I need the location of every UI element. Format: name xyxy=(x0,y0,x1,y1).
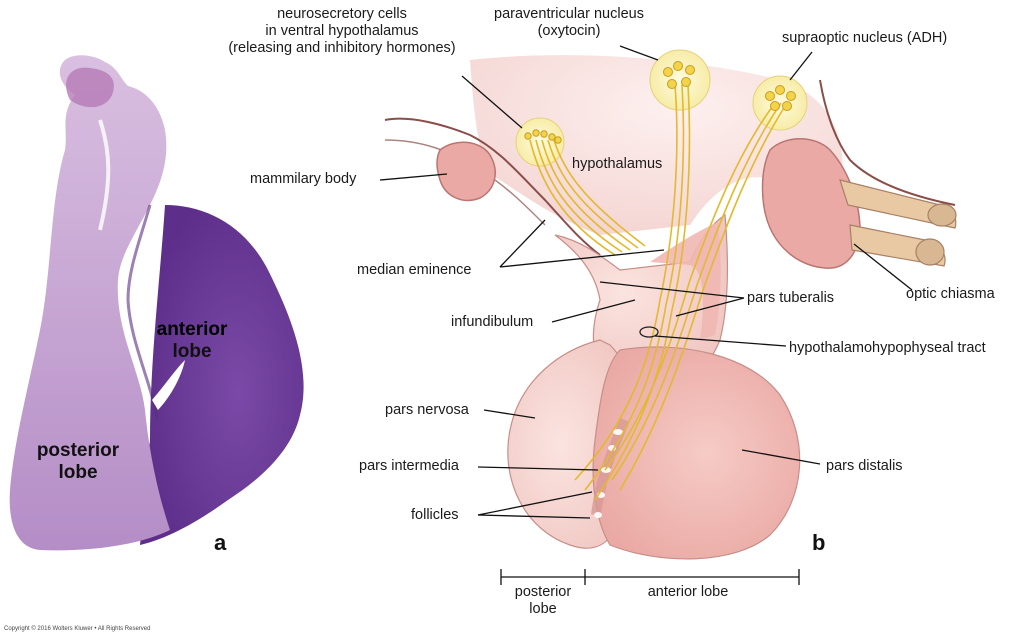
optic-chiasma-label: optic chiasma xyxy=(906,286,995,302)
pars-nervosa-label: pars nervosa xyxy=(385,402,469,418)
follicles-label: follicles xyxy=(411,507,459,523)
histology-posterior-lobe-shape xyxy=(9,55,171,551)
histology-anterior-lobe-shape xyxy=(140,205,304,545)
pars-distalis-label: pars distalis xyxy=(826,458,903,474)
pars-intermedia-label: pars intermedia xyxy=(359,458,459,474)
supraoptic-nucleus-label: supraoptic nucleus (ADH) xyxy=(782,30,948,46)
neurosecretory-axons xyxy=(529,139,646,256)
copyright-notice: Copyright © 2016 Wolters Kluwer • All Ri… xyxy=(4,626,151,632)
neurosecretory-cells-label: neurosecretory cells in ventral hypothal… xyxy=(228,6,456,56)
pars-tuberalis-label: pars tuberalis xyxy=(747,290,835,306)
histology-cleft xyxy=(152,360,185,410)
histology-section xyxy=(9,55,304,551)
scale-anterior-lobe-label: anterior lobe xyxy=(647,584,729,600)
pars-distalis-shape xyxy=(592,346,801,560)
anterior-lobe-histology-label: anterior lobe xyxy=(156,319,228,362)
optic-chiasma-shape xyxy=(761,138,861,269)
panel-letter-a: a xyxy=(214,530,227,555)
paraventricular-nucleus-label: paraventricular nucleus (oxytocin) xyxy=(494,6,644,39)
histology-boundary xyxy=(126,204,160,421)
paraventricular-nucleus-cluster xyxy=(649,49,711,111)
histology-stalk-fiber xyxy=(98,119,111,231)
histology-top-curl xyxy=(66,67,114,108)
hypothalamus-shape xyxy=(470,55,843,236)
optic-nerve-lower-end xyxy=(915,238,945,266)
pars-tuberalis-shape xyxy=(650,222,721,340)
tract-marker xyxy=(639,326,659,338)
infundibulum-label: infundibulum xyxy=(451,314,534,330)
neuron-cell-bodies xyxy=(524,61,796,144)
panel-letter-b: b xyxy=(812,530,826,555)
posterior-lobe-histology-label: posterior lobe xyxy=(36,440,120,483)
pars-intermedia-shape xyxy=(591,418,630,516)
follicle xyxy=(594,512,602,518)
median-eminence-label: median eminence xyxy=(357,262,472,278)
hypothalamohypophyseal-tract-label: hypothalamohypophyseal tract xyxy=(789,340,986,356)
supraoptic-nucleus-cluster xyxy=(752,75,808,131)
hypothalamus-label: hypothalamus xyxy=(572,156,663,172)
follicle xyxy=(613,429,623,435)
scale-posterior-lobe-label: posterior lobe xyxy=(514,584,572,617)
optic-nerve-upper-end xyxy=(927,203,957,227)
hypothalamohypophyseal-axons xyxy=(574,84,788,501)
mammillary-body-shape xyxy=(436,141,496,202)
leader-lines xyxy=(379,45,913,585)
follicle xyxy=(601,467,611,473)
brain-outline-left xyxy=(384,117,601,256)
brain-outline-right xyxy=(819,79,956,206)
mammillary-body-label: mammilary body xyxy=(250,171,357,187)
